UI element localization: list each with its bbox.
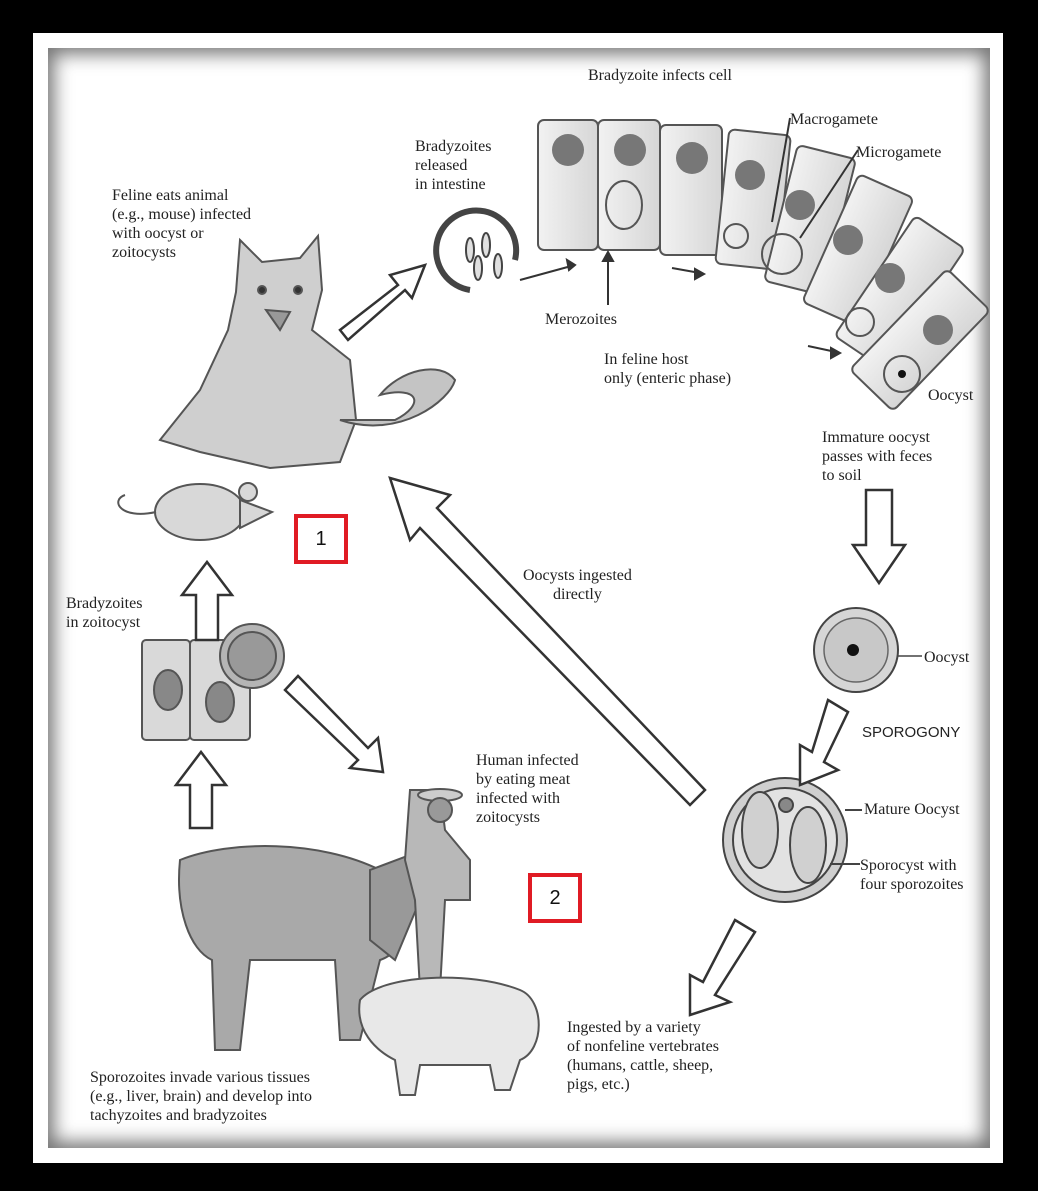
label-oocysts-ingested: Oocysts ingested directly: [523, 566, 632, 604]
marker-2[interactable]: 2: [528, 873, 582, 923]
label-sporocyst: Sporocyst with four sporozoites: [860, 856, 964, 894]
label-merozoites: Merozoites: [545, 310, 617, 329]
marker-1[interactable]: 1: [294, 514, 348, 564]
arrow-sporogony: [800, 700, 848, 785]
label-feline-eats: Feline eats animal (e.g., mouse) infecte…: [112, 186, 251, 262]
label-sporogony: SPOROGONY: [862, 723, 960, 742]
oocyst-illustration: [814, 608, 922, 692]
label-feline-host: In feline host only (enteric phase): [604, 350, 731, 388]
livestock-illustration: [179, 789, 539, 1095]
label-oocyst-mid: Oocyst: [924, 648, 969, 667]
arrow-zoitocyst-to-livestock: [285, 676, 383, 772]
label-oocyst-top: Oocyst: [928, 386, 973, 405]
mouse-illustration: [118, 483, 272, 540]
label-macrogamete: Macrogamete: [790, 110, 878, 129]
label-immature-oocyst: Immature oocyst passes with feces to soi…: [822, 428, 932, 485]
arrow-down-to-soil: [853, 490, 905, 583]
arrow-livestock-to-zoitocyst: [176, 752, 226, 828]
mature-oocyst-illustration: [723, 778, 862, 902]
label-bradyzoite-infects: Bradyzoite infects cell: [588, 66, 732, 85]
label-sporozoites-invade: Sporozoites invade various tissues (e.g.…: [90, 1068, 312, 1125]
zoitocyst-cells: [142, 624, 284, 740]
label-microgamete: Microgamete: [856, 143, 941, 162]
label-human-infected: Human infected by eating meat infected w…: [476, 751, 579, 827]
label-bradyzoites-zoitocyst: Bradyzoites in zoitocyst: [66, 594, 142, 632]
label-bradyzoites-released: Bradyzoites released in intestine: [415, 137, 491, 194]
label-ingested-variety: Ingested by a variety of nonfeline verte…: [567, 1018, 719, 1094]
arrow-zoitocyst-to-mouse: [182, 562, 232, 640]
arrow-to-ingestion: [690, 920, 755, 1015]
label-mature-oocyst: Mature Oocyst: [864, 800, 960, 819]
arrow-cat-to-intestine: [340, 265, 425, 340]
bradyzoite-cluster: [436, 210, 516, 290]
